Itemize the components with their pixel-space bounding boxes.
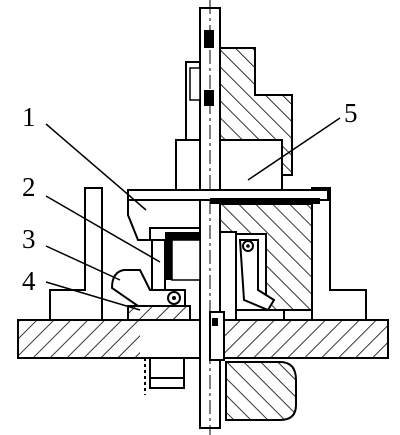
left-bracket <box>49 187 103 321</box>
lower-bolt <box>144 357 185 395</box>
callout-3: 3 <box>22 224 36 254</box>
lower-wheel <box>225 361 297 421</box>
part-5-cover <box>219 139 283 193</box>
right-lever <box>238 239 276 312</box>
callout-2: 2 <box>22 172 36 202</box>
callout-4: 4 <box>22 266 36 296</box>
leader-lines <box>45 117 341 311</box>
right-bracket <box>311 187 367 321</box>
center-shaft <box>199 0 221 435</box>
callout-1: 1 <box>22 102 36 132</box>
shaft-collar <box>209 311 225 361</box>
part-2-seal <box>151 232 201 291</box>
part-4-pad <box>127 305 285 321</box>
callout-5: 5 <box>344 98 358 128</box>
part-3-lever <box>110 269 186 307</box>
